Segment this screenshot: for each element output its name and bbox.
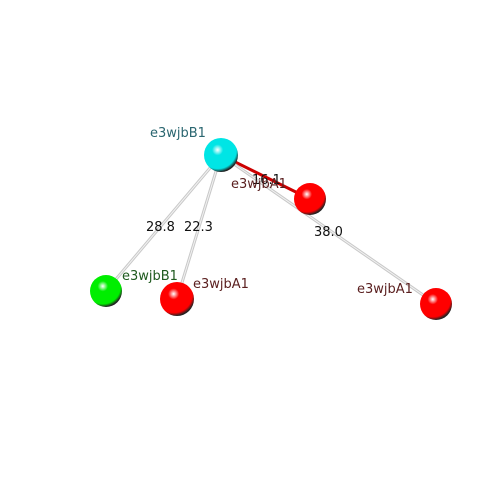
atom-spheres bbox=[90, 138, 452, 320]
atom-sphere-a4[interactable] bbox=[160, 282, 194, 316]
distance-line-highlight-1 bbox=[105, 154, 222, 292]
atom-sphere-a5[interactable] bbox=[420, 288, 452, 320]
atom-label-a5: e3wjbA1 bbox=[357, 282, 413, 297]
atom-sphere-a2[interactable] bbox=[294, 183, 326, 215]
atom-label-a4: e3wjbA1 bbox=[193, 277, 249, 292]
distance-label-0: 16.1 bbox=[252, 173, 281, 188]
atom-sphere-a1[interactable] bbox=[204, 138, 238, 172]
distance-lines bbox=[104, 153, 438, 306]
atom-sphere-a3[interactable] bbox=[90, 275, 122, 307]
distance-line-highlight-2 bbox=[176, 154, 222, 300]
atom-label-a1: e3wjbB1 bbox=[150, 126, 206, 141]
atom-labels: e3wjbB1 e3wjbA1 e3wjbB1 e3wjbA1 e3wjbA1 bbox=[122, 126, 413, 297]
distance-line-highlight-3 bbox=[220, 154, 437, 305]
atom-label-a3: e3wjbB1 bbox=[122, 269, 178, 284]
distance-label-3: 38.0 bbox=[314, 225, 343, 240]
distance-labels: 16.1 28.8 22.3 38.0 bbox=[146, 173, 343, 240]
distance-label-1: 28.8 bbox=[146, 220, 175, 235]
atom-label-a2: e3wjbA1 bbox=[231, 177, 287, 192]
distance-label-2: 22.3 bbox=[184, 220, 213, 235]
